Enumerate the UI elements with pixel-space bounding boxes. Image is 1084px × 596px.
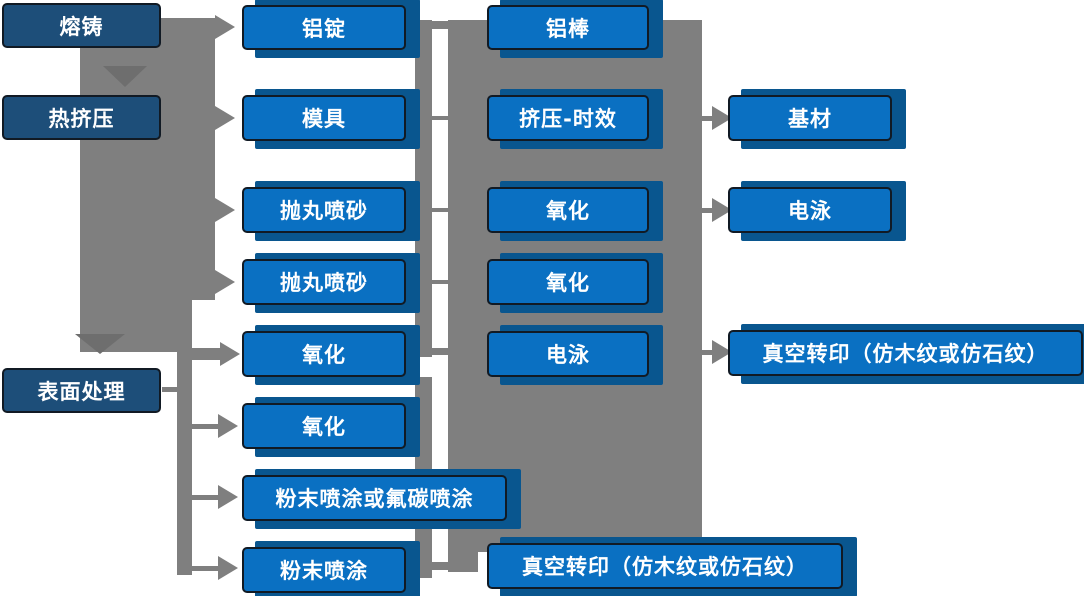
node-oxidation-2: 氧化 — [242, 403, 406, 449]
flow-line — [192, 566, 218, 571]
flow-line — [432, 562, 448, 570]
node-base-material: 基材 — [728, 95, 892, 141]
flow-line — [192, 495, 218, 500]
flow-line — [702, 116, 712, 121]
node-shot-blast-sandblast-1: 抛丸喷砂 — [242, 187, 406, 233]
flow-line — [432, 280, 448, 284]
arrow-right-icon — [218, 556, 238, 580]
arrow-right-icon — [218, 414, 238, 438]
flow-line — [177, 348, 220, 360]
node-oxidation-4: 氧化 — [487, 259, 649, 305]
node-aluminum-rod: 铝棒 — [487, 5, 649, 50]
node-vacuum-transfer-print-1: 真空转印（仿木纹或仿石纹） — [487, 543, 843, 589]
flow-line — [432, 208, 448, 212]
node-shot-blast-sandblast-2: 抛丸喷砂 — [242, 259, 406, 305]
node-vacuum-transfer-print-2: 真空转印（仿木纹或仿石纹） — [728, 330, 1083, 376]
arrow-right-icon — [215, 15, 235, 39]
node-hot-extrusion: 热挤压 — [2, 95, 161, 140]
flow-line — [162, 387, 178, 392]
node-surface-treatment: 表面处理 — [2, 368, 161, 413]
flow-line — [80, 18, 215, 300]
arrow-right-icon — [215, 106, 235, 130]
arrow-right-icon — [220, 342, 240, 366]
arrow-right-icon — [215, 270, 235, 294]
arrow-down-icon — [75, 334, 125, 354]
node-electrophoresis-1: 电泳 — [487, 331, 649, 377]
node-oxidation-3: 氧化 — [487, 187, 649, 233]
node-mold: 模具 — [242, 95, 406, 141]
flow-line — [702, 350, 712, 355]
node-extrusion-aging: 挤压-时效 — [487, 95, 649, 141]
flow-line — [432, 348, 448, 355]
node-powder-or-fluorocarbon-coating: 粉末喷涂或氟碳喷涂 — [242, 475, 507, 521]
flow-line — [432, 116, 448, 120]
arrow-right-icon — [712, 106, 732, 130]
flow-line — [448, 552, 478, 572]
flow-line — [702, 208, 712, 213]
arrow-right-icon — [712, 340, 732, 364]
arrow-right-icon — [712, 198, 732, 222]
node-melt-casting: 熔铸 — [2, 3, 161, 48]
arrow-right-icon — [215, 198, 235, 222]
node-oxidation-1: 氧化 — [242, 331, 406, 377]
node-aluminum-ingot: 铝锭 — [242, 5, 406, 50]
flow-line — [177, 300, 192, 575]
flow-line — [432, 21, 448, 29]
arrow-right-icon — [218, 485, 238, 509]
node-powder-coating: 粉末喷涂 — [242, 547, 406, 593]
flow-line — [192, 424, 218, 429]
node-electrophoresis-2: 电泳 — [728, 187, 892, 233]
arrow-down-icon — [103, 66, 147, 87]
